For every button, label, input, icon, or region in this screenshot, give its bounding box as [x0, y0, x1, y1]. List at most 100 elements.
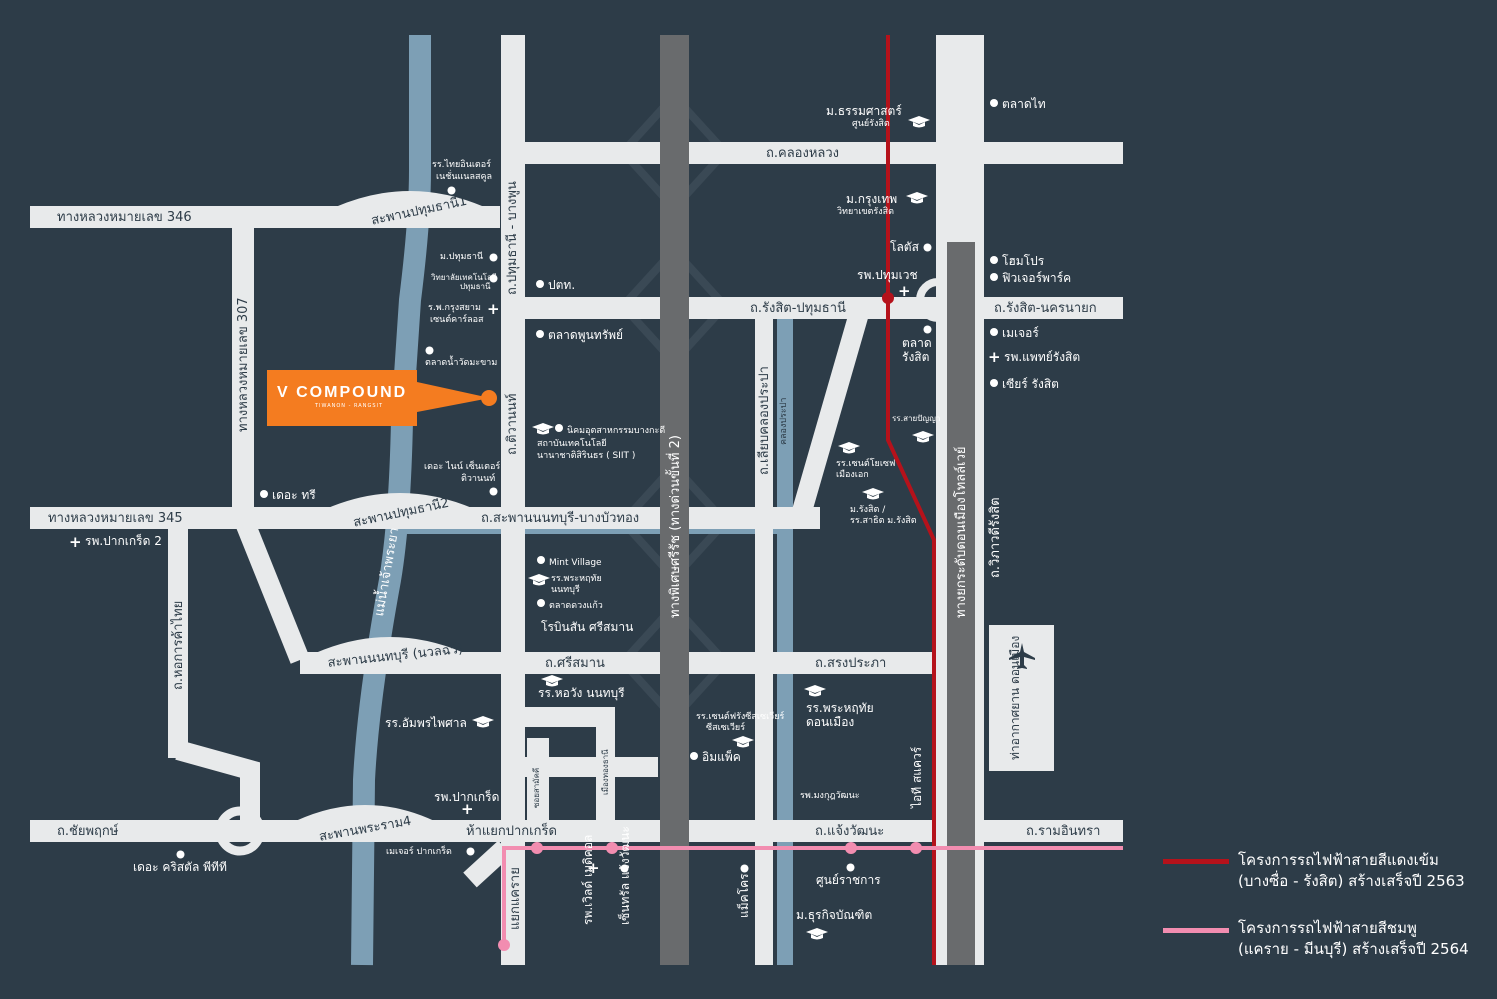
place-impact: อิมแพ็ค	[690, 750, 741, 764]
place-ps-nonthaburi-sub: นนทบุรี	[551, 585, 580, 595]
label-vibhavadi: ถ.วิภาวดีรังสิต	[988, 497, 1003, 578]
place-talad-rangsit: ตลาด รังสิต	[902, 336, 932, 364]
label-hokan-kha-thai: ถ.หอการค้าไทย	[171, 600, 186, 690]
legend-pink-line-detail: (แคราย - มีนบุรี) สร้างเสร็จปี 2564	[1238, 940, 1469, 958]
legend-pink-line-title: โครงการรถไฟฟ้าสายสีชมพู	[1238, 919, 1417, 937]
location-pointer	[417, 382, 490, 412]
place-thammasat: ม.ธรรมศาสตร์	[826, 104, 902, 118]
legend-red-swatch	[1163, 859, 1229, 864]
airport-label: ท่าอากาศยาน ดอนเมือง	[1008, 635, 1022, 760]
place-dot-icon	[923, 325, 932, 334]
label-klong-prapa: คลองประปา	[779, 397, 789, 445]
graduation-cap-icon	[862, 488, 884, 500]
legend-pink-swatch	[1163, 928, 1229, 933]
airplane-icon	[1009, 643, 1035, 669]
graduation-cap-icon	[528, 574, 550, 586]
place-major: เมเจอร์	[990, 326, 1039, 340]
red-line-route	[886, 298, 936, 965]
location-marker	[481, 390, 497, 406]
hospital-cross-icon: +	[988, 348, 1001, 366]
label-pak-kret-intersection: ห้าแยกปากเกร็ด	[466, 824, 557, 839]
place-dot-icon	[447, 186, 456, 195]
label-sorakprapa: ถ.สรงประภา	[815, 656, 887, 671]
place-future-park: ฟิวเจอร์พาร์ค	[990, 271, 1071, 285]
place-m-pathumthani: ม.ปทุมธานี	[440, 252, 484, 262]
place-pakkret2: รพ.ปากเกร็ด 2	[85, 534, 162, 548]
don-mueang-tollway	[947, 242, 975, 965]
place-st-joseph-sub: เมืองเอก	[836, 470, 869, 480]
place-the-nine-sub: ติวานนท์	[461, 474, 496, 484]
place-dot-icon	[620, 864, 629, 873]
graduation-cap-icon	[804, 685, 826, 697]
label-liap-klong-prapa: ถ.เลียบคลองประปา	[757, 366, 772, 475]
place-dot-icon	[489, 487, 498, 496]
legend-red-line-detail: (บางซื่อ - รังสิต) สร้างเสร็จปี 2563	[1238, 872, 1465, 890]
place-lotus: โลตัส	[890, 240, 919, 254]
place-dot-icon	[846, 863, 855, 872]
label-don-mueang-tollway: ทางยกระดับดอนเมืองโทลล์เวย์	[954, 446, 969, 618]
label-tiwanon: ถ.ติวานนท์	[505, 393, 520, 455]
graduation-cap-icon	[912, 431, 934, 443]
label-si-rat: ทางพิเศษศรีรัช (ทางด่วนขั้นที่ 2)	[668, 435, 683, 618]
place-wat-market: ตลาดน้ำวัดมะขาม	[425, 358, 498, 368]
label-srisaman: ถ.ศรีสมาน	[545, 656, 605, 671]
label-hw345: ทางหลวงหมายเลข 345	[48, 511, 183, 526]
graduation-cap-icon	[472, 716, 494, 728]
place-robinson: โรบินสัน ศรีสมาน	[541, 620, 634, 634]
v-compound-logo: V COMPOUND TIWANON - RANGSIT	[267, 370, 417, 426]
place-talad-thai: ตลาดไท	[990, 97, 1046, 111]
place-st-joseph: รร.เซนต์โยเซฟ	[836, 459, 896, 469]
hospital-cross-icon: +	[898, 282, 911, 300]
label-saphan-nonbang: ถ.สะพานนนทบุรี-บางบัวทอง	[481, 511, 640, 526]
label-pathum-bangphun: ถ.ปทุมธานี - บางพูน	[505, 181, 520, 295]
place-dot-icon	[176, 850, 185, 859]
place-ptt: ปตท.	[536, 278, 575, 292]
airport-box	[989, 625, 1054, 771]
place-siit-line1: นิคมอุตสาหกรรมบางกะดี	[555, 424, 665, 437]
place-makro: แม็คโคร	[737, 873, 751, 918]
place-seer-rangsit: เซียร์ รังสิต	[990, 377, 1059, 391]
place-tech-pathum: วิทยาลัยเทคโนโลยี	[431, 273, 497, 282]
place-rs-saipanya: รร.สายปัญญา	[892, 414, 941, 423]
label-soi-samakkhi: ซอยสามัคคี	[532, 767, 541, 808]
hospital-cross-icon: +	[487, 300, 500, 318]
red-line-station	[882, 292, 894, 304]
place-ps-donmueang-sub: ดอนเมือง	[806, 715, 855, 729]
place-dot-icon	[923, 243, 932, 252]
place-talad-phoon: ตลาดพูนทรัพย์	[536, 328, 623, 342]
place-horwang: รร.หอวัง นนทบุรี	[538, 686, 625, 700]
hospital-cross-icon: +	[587, 859, 600, 877]
place-siit-line2: สถาบันเทคโนโลยี	[537, 439, 607, 449]
place-rangsit-u-sub: รร.สาธิต ม.รังสิต	[850, 516, 917, 526]
label-rangsit-nakhon: ถ.รังสิต-นครนายก	[994, 301, 1097, 316]
place-ps-nonthaburi: รร.พระหฤทัย	[551, 574, 602, 584]
label-hw307: ทางหลวงหมายเลข 307	[236, 297, 251, 432]
place-dot-icon	[425, 346, 434, 355]
place-amphon: รร.อัมพรไพศาล	[385, 716, 467, 730]
place-dot-icon	[466, 847, 475, 856]
place-major-pakkret: เมเจอร์ ปากเกร็ด	[386, 847, 452, 857]
brand-name: V COMPOUND	[277, 384, 408, 401]
label-klong-luang: ถ.คลองหลวง	[766, 146, 840, 161]
canal-branch	[400, 525, 778, 534]
place-bangkok-u: ม.กรุงเทพ	[846, 192, 898, 206]
place-mongkut: รพ.มงกุฎวัฒนะ	[800, 791, 860, 801]
si-rat-expressway	[660, 35, 689, 965]
graduation-cap-icon	[732, 736, 754, 748]
hospital-cross-icon: +	[69, 533, 82, 551]
label-muang-thong: เมืองทองธานี	[601, 749, 610, 795]
pink-line-stations	[498, 842, 922, 951]
place-dot-icon	[489, 253, 498, 262]
place-ps-donmueang: รร.พระหฤทัย	[806, 701, 874, 715]
brand-subtitle: TIWANON - RANGSIT	[315, 403, 384, 409]
graduation-cap-icon	[906, 192, 928, 204]
label-chaiyaphruek: ถ.ชัยพฤกษ์	[57, 824, 119, 839]
place-the-tree: เดอะ ทรี	[260, 488, 316, 502]
place-siit-line3: นานาชาติสิรินธร ( SIIT )	[537, 451, 636, 461]
place-dot-icon	[489, 274, 498, 283]
place-talad-daowadueng: ตลาดดวงแก้ว	[537, 599, 603, 612]
place-government: ศูนย์ราชการ	[816, 873, 881, 887]
place-pakkret-hosp: รพ.ปากเกร็ด	[434, 790, 500, 804]
place-dot-icon	[740, 864, 749, 873]
